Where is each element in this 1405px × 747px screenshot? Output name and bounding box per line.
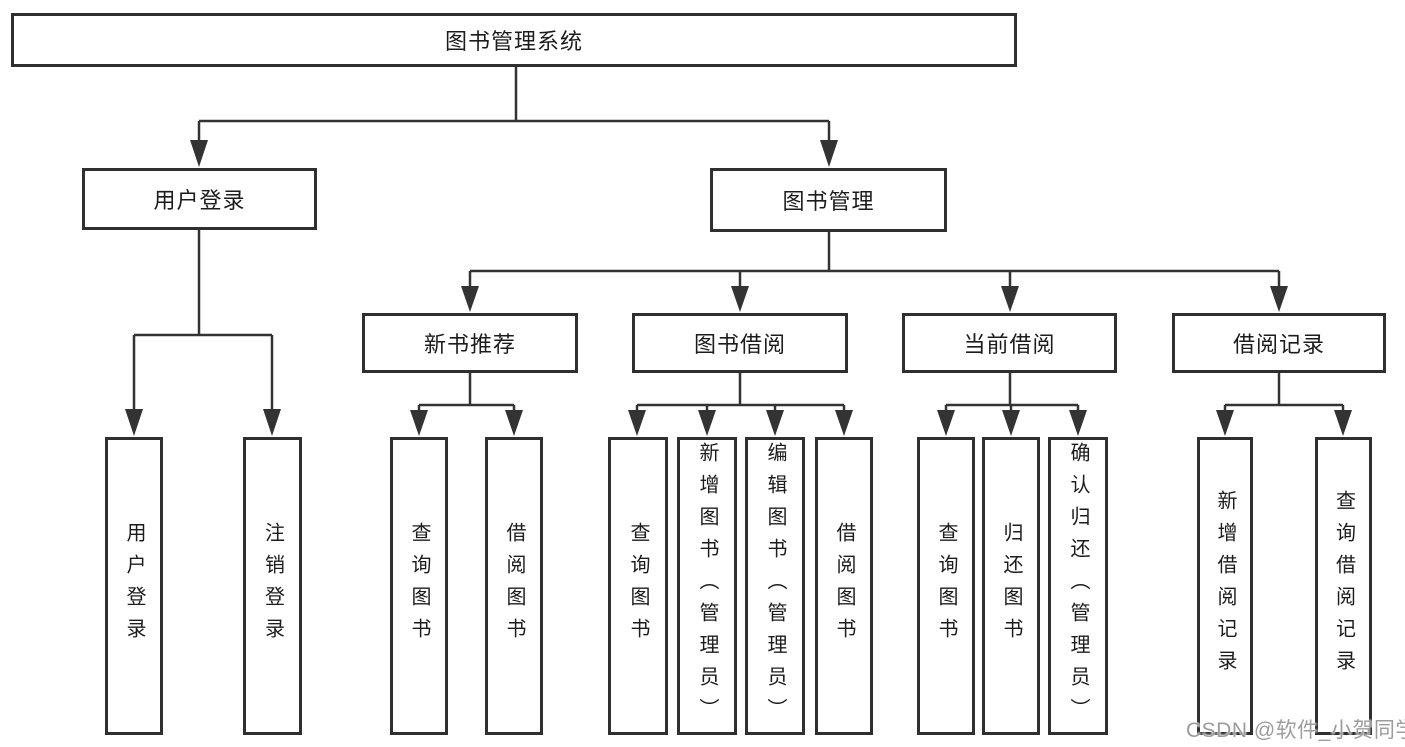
connector-book-mgmt-branch (461, 232, 1288, 312)
connector-borrow-record-branch (1216, 373, 1352, 436)
leaf-query-books-borrow: 查询图书 (608, 437, 668, 735)
leaf-add-borrow-record: 新增借阅记录 (1197, 437, 1253, 735)
leaf-confirm-return-admin: 确认归还（管理员） (1048, 437, 1108, 735)
leaf-borrow-books-recommend: 借阅图书 (485, 437, 543, 735)
connector-new-book-branch (410, 373, 523, 436)
leaf-query-books-current: 查询图书 (917, 437, 975, 735)
node-user-login-group: 用户登录 (82, 168, 317, 230)
node-current-borrow: 当前借阅 (902, 313, 1117, 373)
csdn-watermark: CSDN @软件_小贺同学 (1186, 719, 1405, 742)
connector-book-borrow-branch (628, 373, 853, 436)
leaf-logout: 注销登录 (243, 437, 302, 735)
leaf-query-books-recommend: 查询图书 (390, 437, 448, 735)
leaf-user-login: 用户登录 (105, 437, 163, 735)
node-book-borrow: 图书借阅 (632, 313, 848, 373)
leaf-borrow-books: 借阅图书 (815, 437, 873, 735)
node-borrow-record: 借阅记录 (1172, 313, 1386, 373)
leaf-edit-book-admin: 编辑图书（管理员） (745, 437, 805, 735)
leaf-add-book-admin: 新增图书（管理员） (677, 437, 737, 735)
node-root-library-system: 图书管理系统 (11, 13, 1017, 67)
node-new-book-recommend: 新书推荐 (362, 313, 578, 373)
leaf-return-books: 归还图书 (982, 437, 1040, 735)
node-book-management: 图书管理 (710, 168, 947, 232)
connector-current-borrow-branch (937, 373, 1087, 436)
leaf-query-borrow-record: 查询借阅记录 (1315, 437, 1372, 735)
connector-user-login-branch (125, 230, 281, 436)
connector-root-to-level2 (190, 67, 838, 167)
